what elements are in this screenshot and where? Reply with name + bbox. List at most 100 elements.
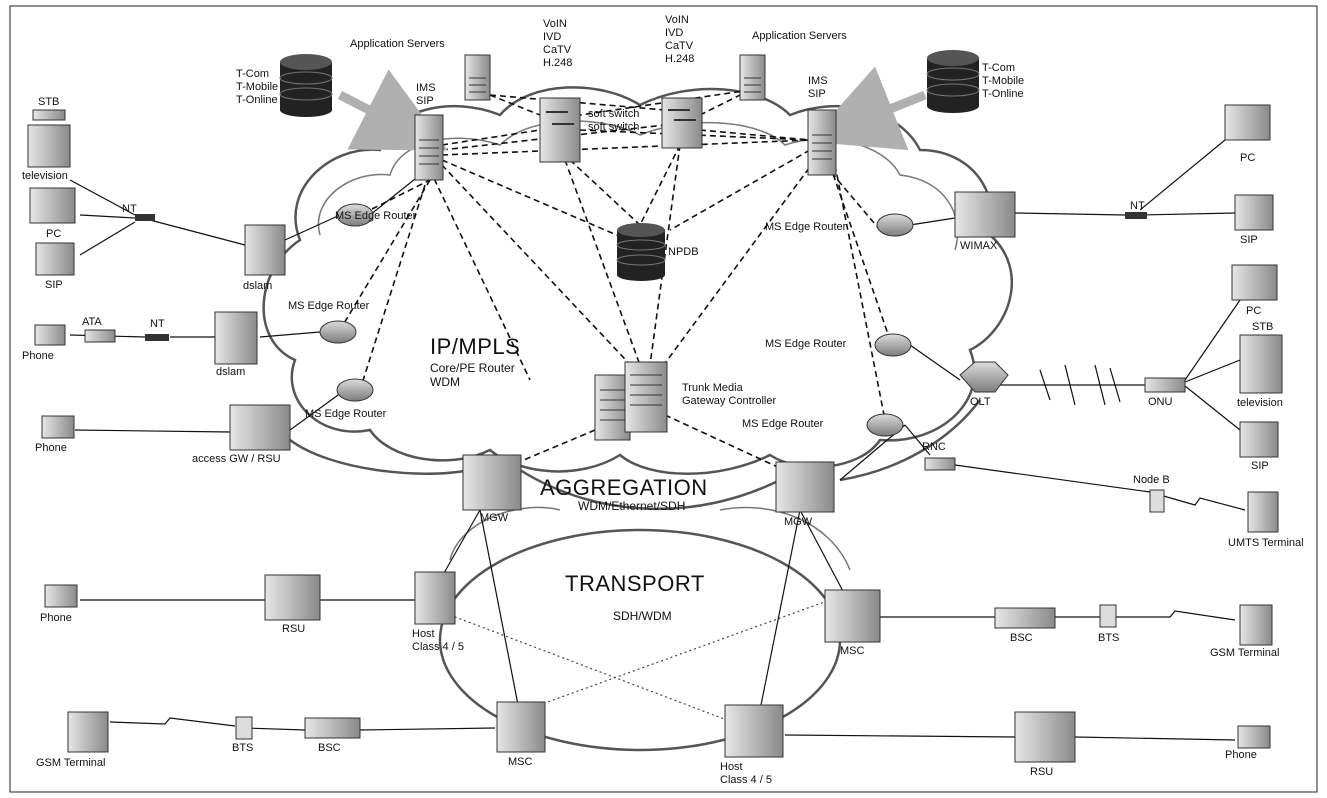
nt-left-label: NT: [122, 203, 137, 215]
stb-right-label: STB: [1252, 321, 1274, 333]
phone-3-label: Phone: [40, 612, 72, 624]
msc-bottom-label: MSC: [508, 756, 533, 768]
ata-label: ATA: [82, 316, 102, 328]
ims-server-right-icon: [807, 109, 837, 176]
ims-left-label: IMS SIP: [416, 82, 436, 107]
trunk-label: Trunk Media Gateway Controller: [682, 382, 777, 407]
app-servers-right-label: Application Servers: [752, 30, 847, 42]
stb-left-label: STB: [38, 96, 60, 108]
dslam-icons: [214, 224, 286, 365]
app-server-left-icon: [464, 54, 491, 101]
mgw-left-label: MGW: [480, 512, 509, 524]
umts-terminal-label: UMTS Terminal: [1228, 537, 1304, 549]
mgw-right-label: MGW: [784, 516, 813, 528]
rnc-label: RNC: [922, 441, 946, 453]
voin-left-label: VoIN IVD CaTV H.248: [543, 18, 573, 69]
node-b-icon: [1149, 489, 1165, 513]
dslam-2-label: dslam: [216, 366, 246, 378]
wimax-label: WIMAX: [960, 240, 998, 252]
soft-switch-right-icon: [661, 97, 703, 149]
access-gw-label: access GW / RSU: [192, 453, 281, 465]
access-gw-icon: [229, 404, 291, 451]
transport-inner: [449, 506, 851, 571]
nt-right-label: NT: [1130, 200, 1145, 212]
edge-router-6-label: MS Edge Router: [742, 418, 824, 430]
ata-icon: [84, 329, 116, 343]
aggregation-title: AGGREGATION: [540, 475, 708, 500]
transport-dotted-links: [449, 599, 831, 726]
node-b-label: Node B: [1133, 474, 1170, 486]
pc-right-1-label: PC: [1240, 152, 1256, 164]
phone-4-label: Phone: [1225, 749, 1257, 761]
nt-icons: [135, 212, 1147, 341]
database-right-icon: [926, 50, 980, 113]
msc-icons: [496, 589, 881, 753]
rsu-left-label: RSU: [282, 623, 306, 635]
frame-border: [9, 5, 1318, 793]
sip-left-label: SIP: [45, 279, 63, 291]
aggregation-ring: [289, 399, 981, 511]
transport-title: TRANSPORT: [565, 571, 705, 596]
npdb-database-icon: [616, 223, 666, 281]
host-bottom-label: Host Class 4 / 5: [720, 761, 772, 786]
sip-right-1-label: SIP: [1240, 234, 1258, 246]
rnc-icon: [924, 457, 956, 471]
edge-router-5-label: MS Edge Router: [765, 338, 847, 350]
db-left-label: T-Com T-Mobile T-Online: [236, 68, 279, 106]
sip-right-2-label: SIP: [1251, 460, 1269, 472]
db-right-label: T-Com T-Mobile T-Online: [982, 62, 1025, 100]
edge-router-4-label: MS Edge Router: [765, 221, 847, 233]
ip-mpls-sub1: Core/PE Router: [430, 361, 515, 375]
msc-right-label: MSC: [840, 645, 865, 657]
pc-right-2-label: PC: [1246, 305, 1262, 317]
voin-right-label: VoIN IVD CaTV H.248: [665, 14, 695, 65]
arrow-right-db: [808, 66, 927, 151]
onu-icon: [1144, 377, 1186, 393]
terminal-icons: [27, 104, 1283, 753]
ims-server-left-icon: [414, 114, 444, 181]
edge-router-icons: [319, 203, 914, 437]
olt-label: OLT: [970, 396, 991, 408]
edge-router-3-label: MS Edge Router: [305, 408, 387, 420]
ip-mpls-title: IP/MPLS: [430, 334, 521, 359]
pon-splitters: [1039, 364, 1121, 406]
edge-router-1-label: MS Edge Router: [335, 210, 417, 222]
aggregation-sub: WDM/Ethernet/SDH: [578, 499, 686, 513]
database-left-icon: [279, 54, 333, 117]
olt-icon: [959, 361, 1009, 393]
tv-right-label: television: [1237, 397, 1283, 409]
host-left-label: Host Class 4 / 5: [412, 628, 464, 653]
onu-label: ONU: [1148, 396, 1173, 408]
soft-switch-label: soft switch soft switch: [588, 108, 640, 133]
transport-sub: SDH/WDM: [613, 609, 672, 623]
bts-left-label: BTS: [232, 742, 254, 754]
wimax-icon: [954, 191, 1016, 238]
trunk-gateway-controller-icon: [594, 361, 668, 441]
bsc-icons: [304, 607, 1056, 739]
radio-links: [109, 494, 1246, 727]
host-class45-icons: [414, 571, 784, 758]
bsc-right-label: BSC: [1010, 632, 1033, 644]
nt-ata-label: NT: [150, 318, 165, 330]
ip-mpls-cloud: [262, 86, 1014, 475]
soft-switch-left-icon: [539, 97, 581, 163]
app-servers-left-label: Application Servers: [350, 38, 445, 50]
access-links: [69, 139, 1241, 741]
rsu-bottom-label: RSU: [1030, 766, 1054, 778]
ims-right-label: IMS SIP: [808, 75, 828, 100]
dslam-1-label: dslam: [243, 280, 273, 292]
app-server-right-icon: [739, 54, 766, 101]
gsm-terminal-left-label: GSM Terminal: [36, 757, 106, 769]
gsm-terminal-right-label: GSM Terminal: [1210, 647, 1280, 659]
bsc-left-label: BSC: [318, 742, 341, 754]
phone-1-label: Phone: [22, 350, 54, 362]
npdb-label: NPDB: [668, 246, 699, 258]
bts-right-label: BTS: [1098, 632, 1120, 644]
tv-left-label: television: [22, 170, 68, 182]
edge-router-2-label: MS Edge Router: [288, 300, 370, 312]
pc-left-label: PC: [46, 228, 62, 240]
ip-mpls-inner-cloud: [317, 120, 959, 251]
phone-2-label: Phone: [35, 442, 67, 454]
rsu-icons: [264, 574, 1076, 763]
